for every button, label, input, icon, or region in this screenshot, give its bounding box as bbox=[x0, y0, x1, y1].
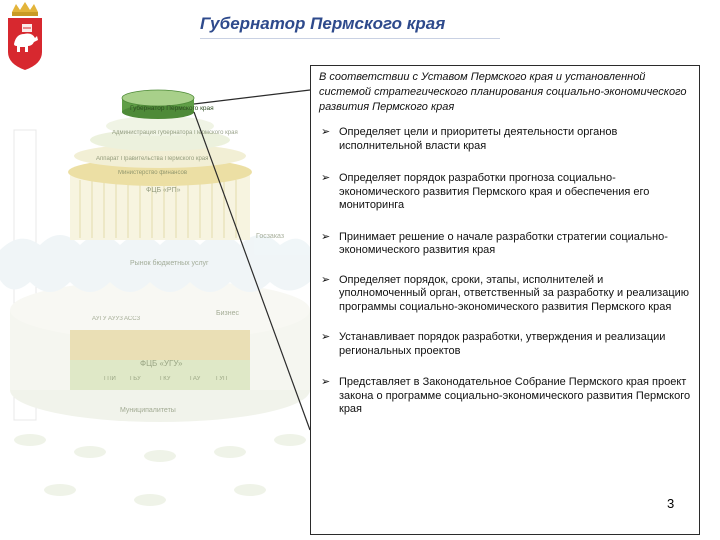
diagram-segment-1: АУУЗ bbox=[108, 316, 123, 322]
diagram-municipal-label: Муниципалитеты bbox=[120, 407, 176, 414]
slide-title: Губернатор Пермского края bbox=[200, 14, 446, 33]
list-item: ➢ Принимает решение о начале разработки … bbox=[317, 231, 693, 258]
list-item-text: Определяет порядок разработки прогноза с… bbox=[339, 172, 650, 211]
panel-intro: В соответствии с Уставом Пермского края … bbox=[319, 71, 687, 113]
title-divider bbox=[200, 38, 500, 39]
diagram-fcb-rp-label: ФЦБ «РП» bbox=[146, 187, 181, 194]
powers-list: ➢ Определяет цели и приоритеты деятельно… bbox=[317, 126, 693, 417]
diagram-bottom-0: ГБУ bbox=[130, 376, 141, 382]
diagram-market-label: Рынок бюджетных услуг bbox=[130, 259, 209, 267]
list-item-text: Устанавливает порядок разработки, утверж… bbox=[339, 331, 666, 357]
diagram-segment-2: АССЗ bbox=[124, 316, 140, 322]
diagram-gosuslugi-label: Госзаказ bbox=[256, 233, 284, 240]
list-item: ➢ Представляет в Законодательное Собрани… bbox=[317, 376, 693, 417]
diagram-top-label: Губернатор Пермского края bbox=[130, 104, 214, 112]
diagram-tier3-label: Аппарат Правительства Пермского края bbox=[96, 156, 208, 162]
diagram-business-label: Бизнес bbox=[216, 310, 239, 317]
diagram-segment-0: АУГУ bbox=[92, 316, 107, 322]
diagram-bottom-4: ГПИ bbox=[104, 376, 116, 382]
arrow-bullet-icon: ➢ bbox=[321, 273, 331, 286]
arrow-bullet-icon: ➢ bbox=[321, 172, 331, 184]
diagram-tier2-label: Администрация губернатора Пермского края bbox=[112, 130, 238, 136]
arrow-bullet-icon: ➢ bbox=[321, 126, 331, 138]
list-item: ➢ Определяет цели и приоритеты деятельно… bbox=[317, 126, 693, 153]
list-item-text: Определяет цели и приоритеты деятельност… bbox=[339, 126, 618, 152]
diagram-bottom-1: ГКУ bbox=[160, 376, 171, 382]
governance-structure-diagram: Губернатор Пермского края Администрация … bbox=[0, 89, 312, 506]
list-item-text: Принимает решение о начале разработки ст… bbox=[339, 230, 668, 257]
governor-tier bbox=[121, 89, 195, 119]
diagram-tier4-label: Министерство финансов bbox=[118, 170, 187, 176]
diagram-bottom-3: ГУП bbox=[216, 376, 227, 382]
list-item: ➢ Определяет порядок, сроки, этапы, испо… bbox=[317, 274, 693, 315]
list-item: ➢ Определяет порядок разработки прогноза… bbox=[317, 172, 693, 213]
arrow-bullet-icon: ➢ bbox=[321, 230, 331, 243]
arrow-bullet-icon: ➢ bbox=[321, 331, 331, 343]
list-item-text: Определяет порядок, сроки, этапы, исполн… bbox=[339, 273, 690, 313]
diagram-bottom-2: ГАУ bbox=[190, 376, 201, 382]
arrow-bullet-icon: ➢ bbox=[321, 376, 331, 388]
perm-coat-of-arms-icon bbox=[8, 2, 42, 70]
governor-powers-panel: В соответствии с Уставом Пермского края … bbox=[310, 65, 700, 535]
page-number: 3 bbox=[667, 496, 675, 511]
diagram-fcb-ugu-label: ФЦБ «УГУ» bbox=[140, 359, 183, 368]
list-item: ➢ Устанавливает порядок разработки, утве… bbox=[317, 331, 693, 358]
list-item-text: Представляет в Законодательное Собрание … bbox=[339, 376, 691, 415]
